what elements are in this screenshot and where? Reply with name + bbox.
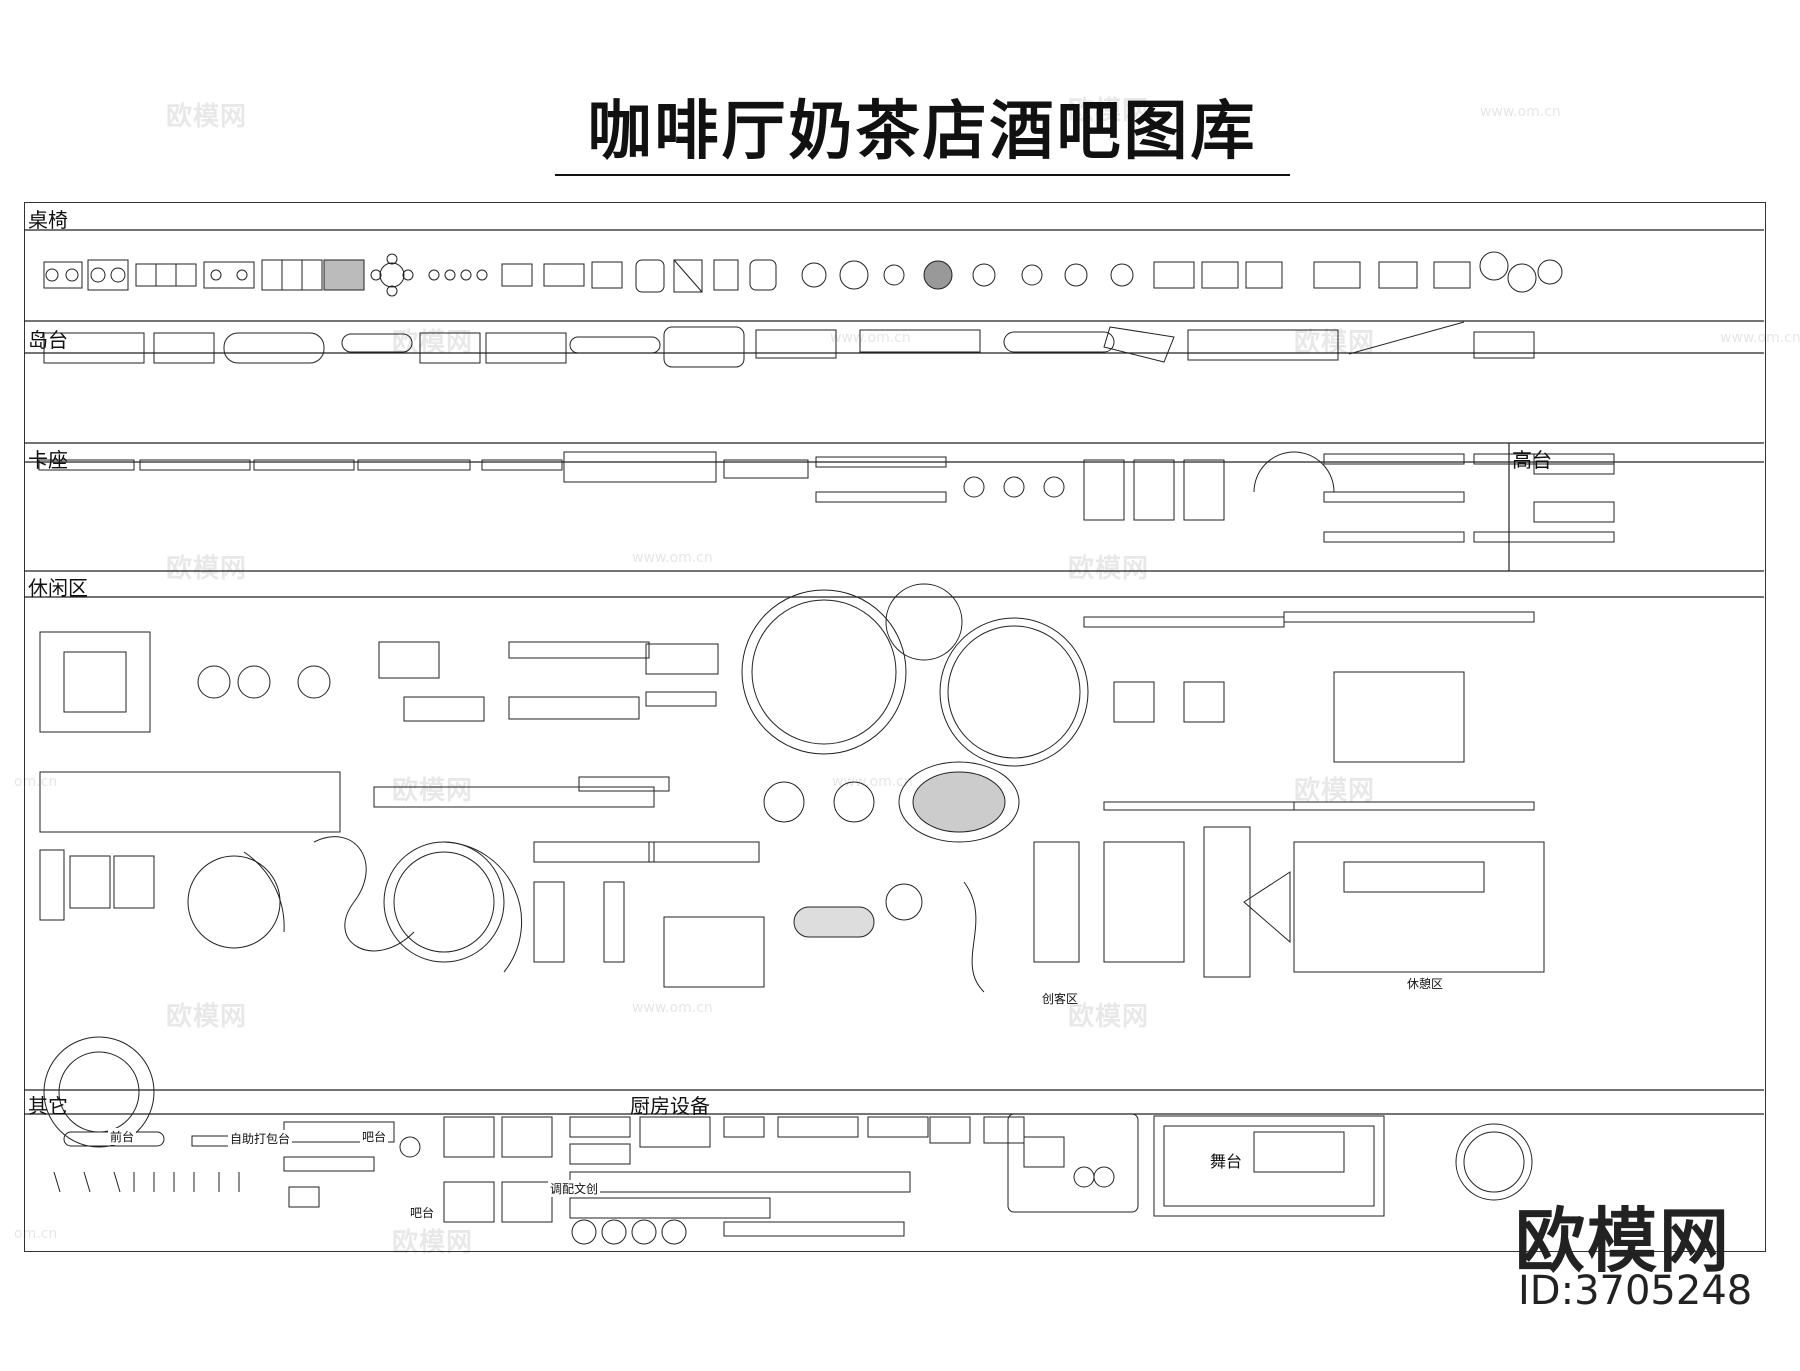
- drawing-frame: [24, 202, 1766, 1252]
- booth-row: [38, 451, 1615, 543]
- section-label-island: 岛台: [28, 328, 68, 352]
- section-label-tables-chairs: 桌椅: [28, 208, 68, 232]
- zone-label-chuangke: 创客区: [1040, 990, 1081, 1007]
- watermark-url: www.om.cn: [832, 774, 913, 790]
- label-bar-1: 吧台: [360, 1128, 389, 1145]
- watermark: 欧模网: [166, 1002, 248, 1032]
- other-kitchen-area: [53, 1113, 1533, 1245]
- watermark: 欧模网: [1068, 96, 1150, 126]
- watermark-url: www.om.cn: [632, 550, 713, 566]
- brand-logo-text: 欧模网: [1515, 1200, 1731, 1282]
- cad-drawing: [24, 229, 1764, 1245]
- label-stage: 舞台: [1210, 1152, 1243, 1171]
- island-row: [43, 321, 1535, 368]
- section-label-kitchen: 厨房设备: [630, 1094, 710, 1118]
- watermark-url: www.om.cn: [1480, 104, 1561, 120]
- label-reception: 前台: [108, 1128, 137, 1145]
- watermark: 欧模网: [392, 1228, 474, 1258]
- label-bar-2: 吧台: [408, 1204, 437, 1221]
- watermark: 欧模网: [166, 102, 248, 132]
- watermark-url-short: om.cn: [14, 1226, 58, 1242]
- zone-label-xiuxian: 休憩区: [1405, 975, 1446, 992]
- watermark-url: www.om.cn: [830, 330, 911, 346]
- page-title: 咖啡厅奶茶店酒吧图库: [555, 92, 1290, 176]
- watermark: 欧模网: [392, 776, 474, 806]
- section-label-other: 其它: [28, 1094, 68, 1118]
- table-chair-row: [43, 251, 1563, 297]
- label-display: 调配文创: [548, 1180, 601, 1197]
- label-self-service: 自助打包台: [228, 1130, 293, 1147]
- watermark-url: www.om.cn: [632, 1000, 713, 1016]
- watermark: 欧模网: [392, 328, 474, 358]
- watermark: 欧模网: [1294, 328, 1376, 358]
- leisure-area: [39, 583, 1545, 1148]
- watermark: 欧模网: [1294, 776, 1376, 806]
- watermark: 欧模网: [1068, 554, 1150, 584]
- watermark-url-short: om.cn: [14, 774, 58, 790]
- section-label-high-counter: 高台: [1512, 448, 1552, 472]
- watermark: 欧模网: [1068, 1002, 1150, 1032]
- watermark: 欧模网: [166, 554, 248, 584]
- asset-id: ID:3705248: [1518, 1268, 1753, 1314]
- section-label-leisure: 休闲区: [28, 576, 88, 600]
- watermark-url: www.om.cn: [1720, 330, 1800, 346]
- section-label-booth: 卡座: [28, 448, 68, 472]
